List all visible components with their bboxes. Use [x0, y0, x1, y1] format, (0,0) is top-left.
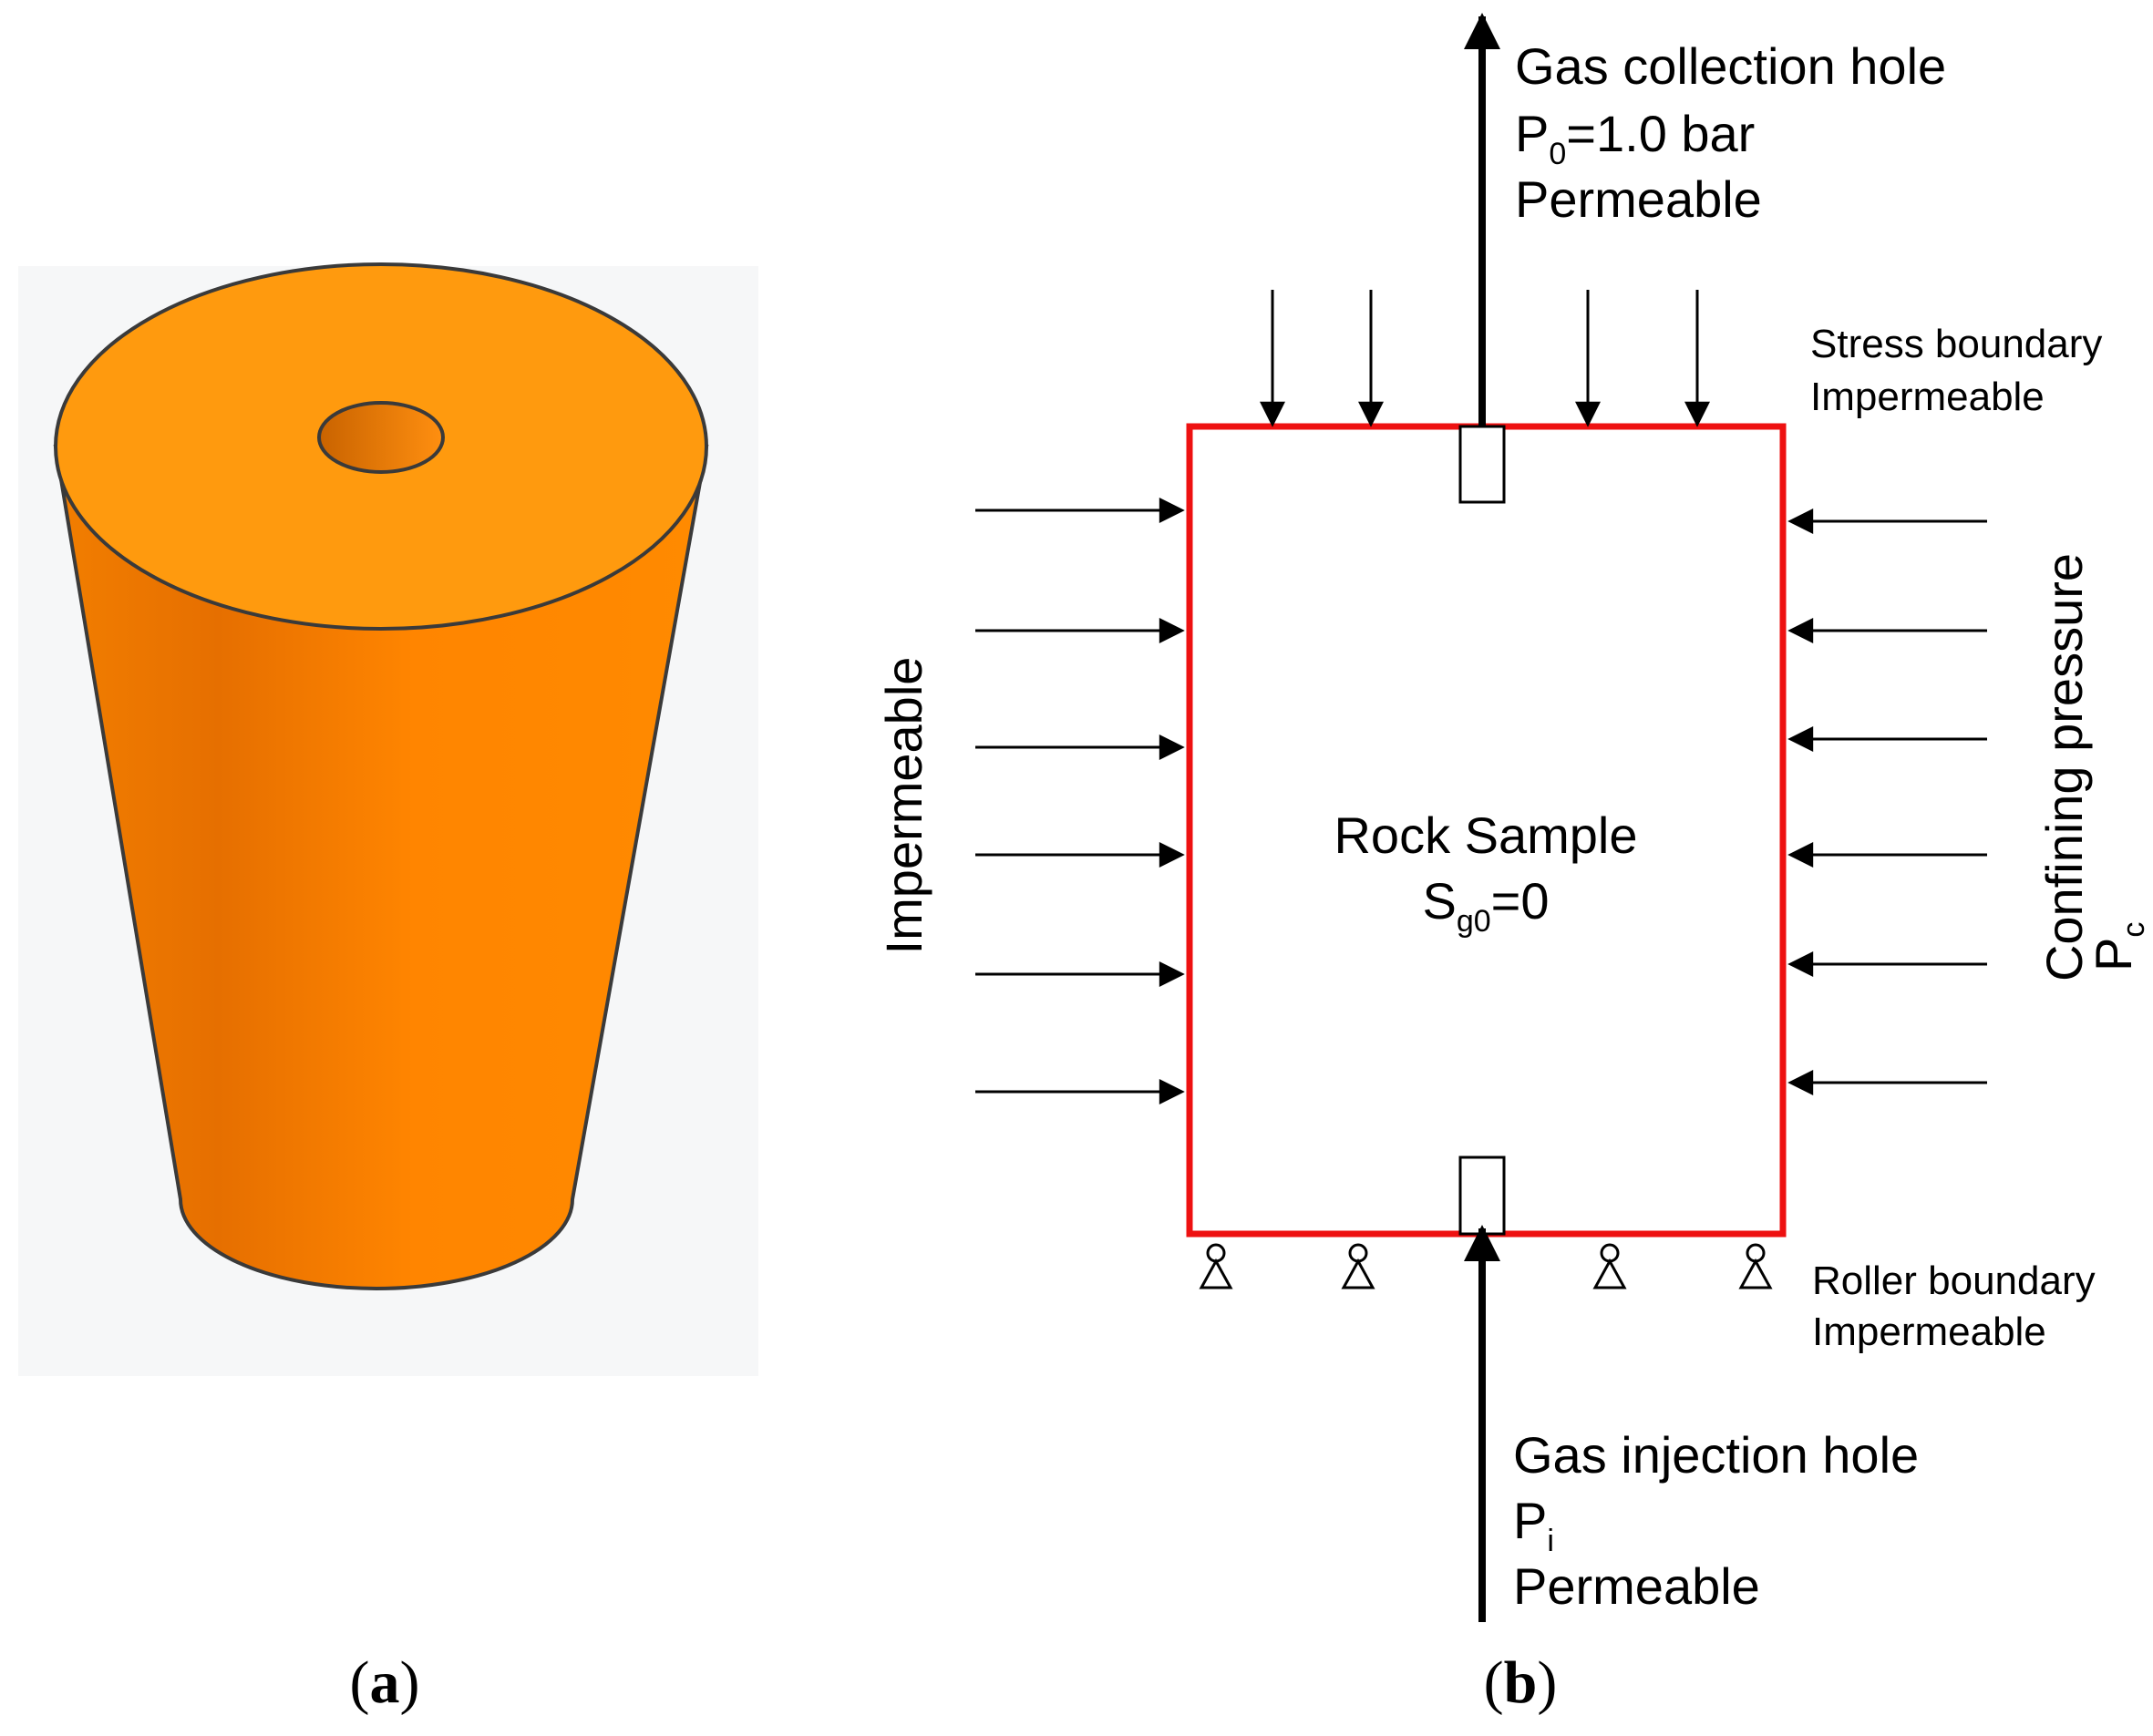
right-confining-arrows — [1787, 508, 1987, 1095]
gas-injection-permeability: Permeable — [1513, 1557, 1760, 1615]
roller-support-icon — [1341, 1243, 1375, 1289]
roller-support-icon — [1199, 1243, 1233, 1289]
initial-saturation-label: Sg0=0 — [1422, 872, 1549, 939]
confining-pressure-label: Confining pressure — [2035, 553, 2093, 981]
panel-a: (a) — [18, 262, 758, 1716]
gas-collection-permeability: Permeable — [1515, 170, 1762, 228]
left-impermeable-label: Impermeable — [875, 657, 932, 955]
stress-boundary-permeability: Impermeable — [1810, 375, 2045, 419]
panel-a-label: (a) — [350, 1649, 420, 1716]
top-stress-arrows — [1260, 290, 1710, 427]
gas-injection-hole — [1458, 1156, 1506, 1236]
roller-supports — [1199, 1243, 1773, 1289]
roller-boundary-label: Roller boundary — [1812, 1258, 2096, 1303]
roller-support-icon — [1738, 1243, 1773, 1289]
confining-pressure-symbol: Pc — [2085, 922, 2151, 971]
panel-b: Gas collection hole P0=1.0 bar Permeable… — [875, 13, 2151, 1716]
gas-injection-title: Gas injection hole — [1513, 1426, 1919, 1484]
roller-boundary-permeability: Impermeable — [1812, 1310, 2046, 1354]
gas-collection-pressure: P0=1.0 bar — [1515, 105, 1755, 171]
cylinder-hole — [317, 401, 445, 474]
stress-boundary-label: Stress boundary — [1810, 322, 2102, 366]
gas-collection-title: Gas collection hole — [1515, 37, 1946, 95]
roller-support-icon — [1592, 1243, 1627, 1289]
panel-b-label: (b) — [1484, 1649, 1558, 1716]
gas-injection-pressure: Pi — [1513, 1492, 1554, 1558]
cylinder-body — [53, 445, 709, 1290]
rock-sample-label: Rock Sample — [1334, 806, 1637, 864]
gas-collection-hole — [1458, 425, 1506, 504]
left-boundary-arrows — [975, 498, 1185, 1104]
